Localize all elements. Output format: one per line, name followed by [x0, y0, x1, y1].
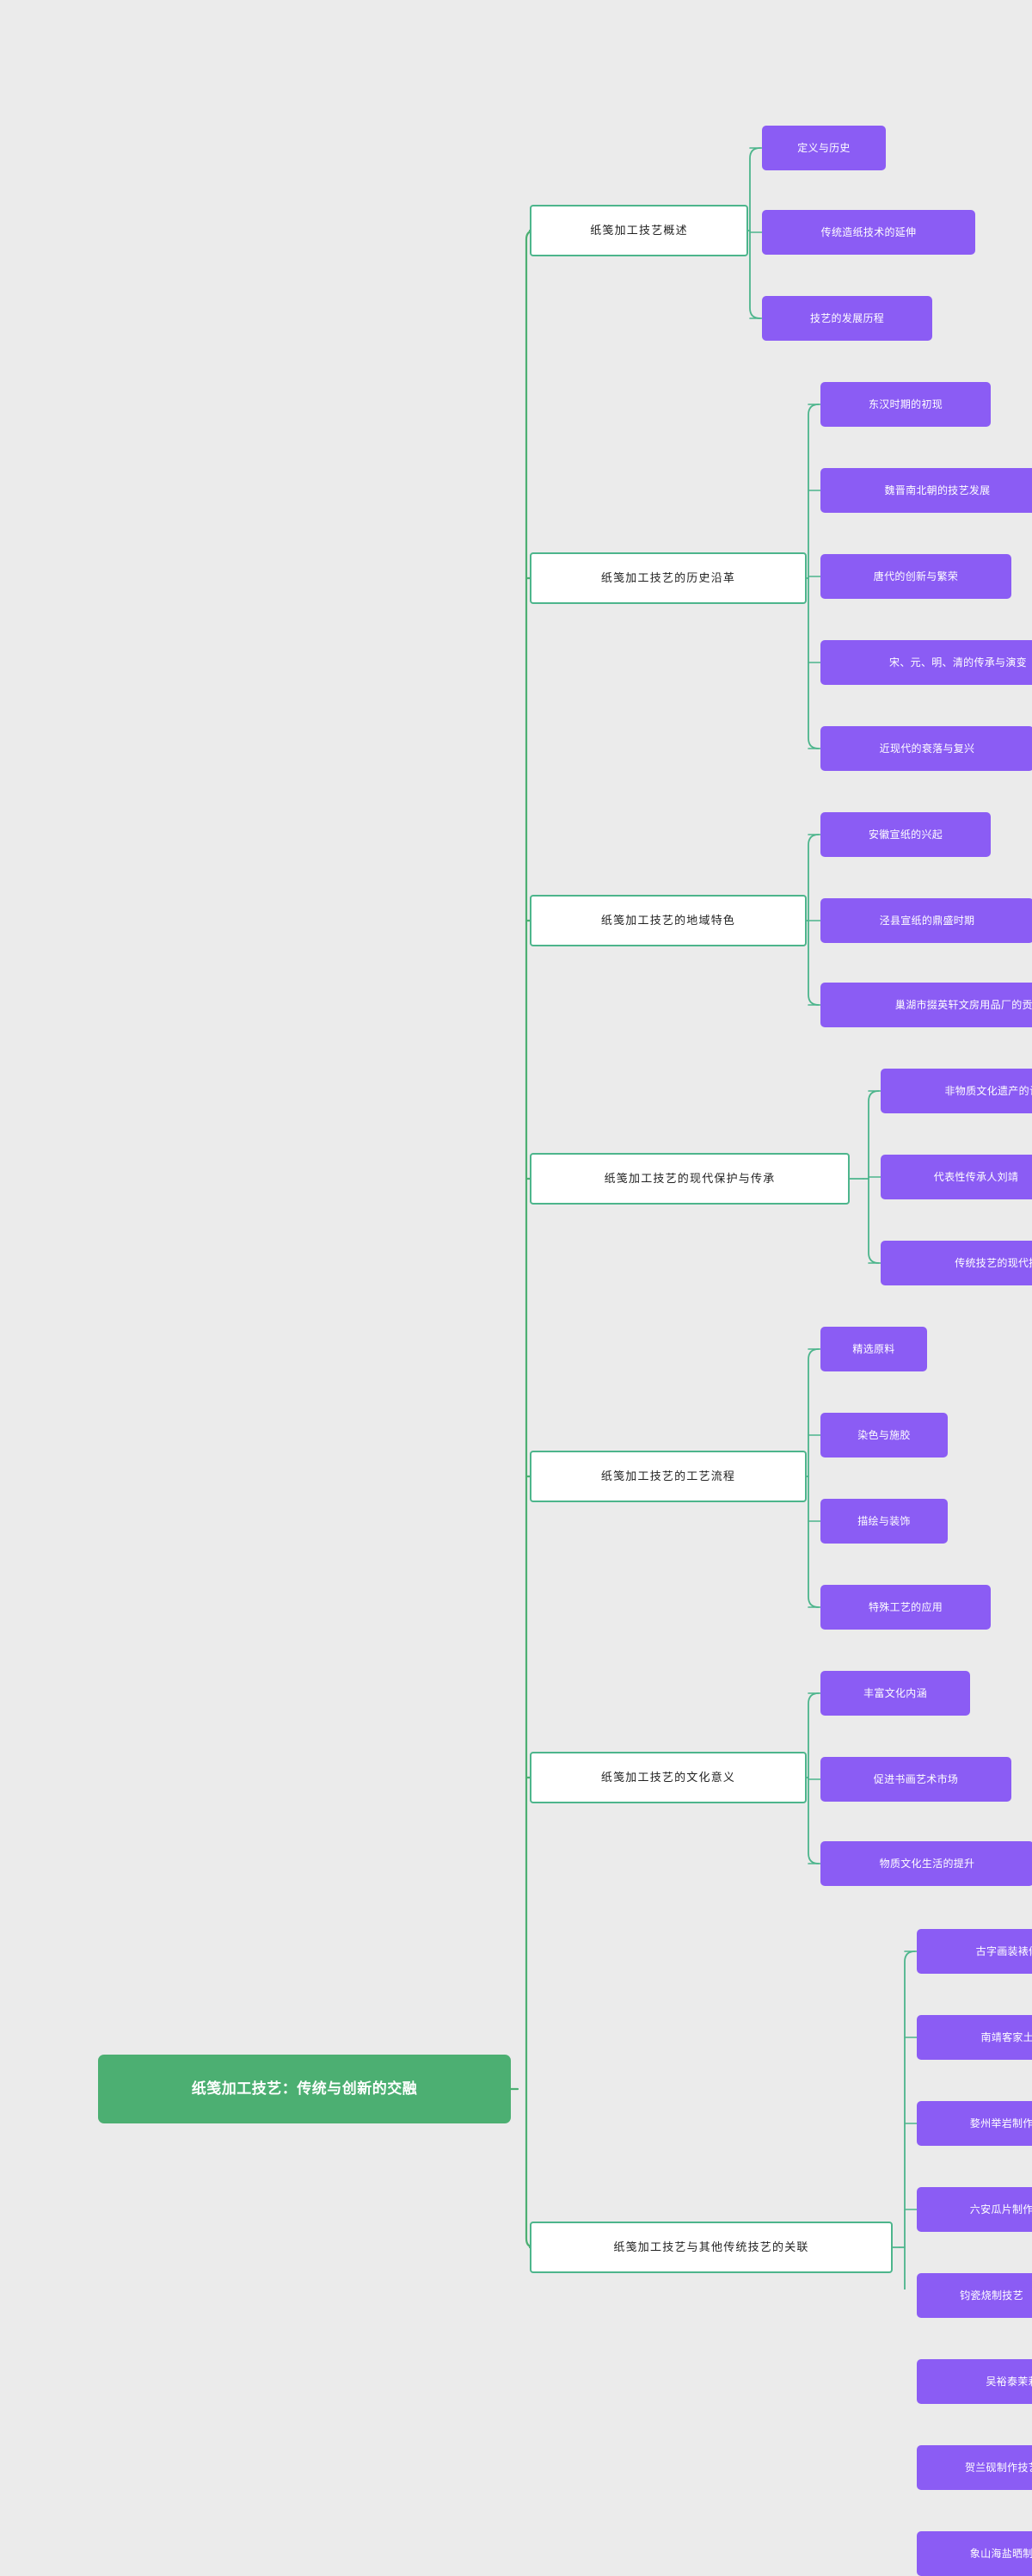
mindmap-trunk — [509, 229, 537, 2249]
mindmap-leaf-node-2-3[interactable]: 唐代的创新与繁荣 — [820, 554, 1011, 599]
mindmap-leaf-node-2-2[interactable]: 魏晋南北朝的技艺发展 — [820, 468, 1032, 513]
mindmap-leaf-node-7-1[interactable]: 古字画装裱修复技艺 — [917, 1929, 1032, 1974]
mindmap-edge — [808, 404, 820, 749]
mindmap-leaf-node-7-8[interactable]: 象山海盐晒制技艺 — [917, 2531, 1032, 2576]
mindmap-leaf-node-3-1[interactable]: 安徽宣纸的兴起 — [820, 812, 991, 857]
mindmap-branch-node-1[interactable]: 纸笺加工技艺概述 — [530, 205, 748, 256]
mindmap-leaf-node-5-4[interactable]: 特殊工艺的应用 — [820, 1585, 991, 1630]
mindmap-leaf-node-2-1[interactable]: 东汉时期的初现 — [820, 382, 991, 427]
mindmap-leaf-node-4-3[interactable]: 传统技艺的现代挑战与机遇 — [881, 1241, 1032, 1285]
mindmap-leaf-node-4-1[interactable]: 非物质文化遗产的认定 — [881, 1069, 1032, 1113]
mindmap-leaf-node-4-2[interactable]: 代表性传承人刘靖 — [881, 1155, 1032, 1199]
mindmap-branch-node-5[interactable]: 纸笺加工技艺的工艺流程 — [530, 1451, 807, 1502]
mindmap-leaf-node-1-2[interactable]: 传统造纸技术的延伸 — [762, 210, 975, 255]
mindmap-leaf-node-3-3[interactable]: 巢湖市掇英轩文房用品厂的贡献 — [820, 983, 1032, 1027]
mindmap-branch-node-6[interactable]: 纸笺加工技艺的文化意义 — [530, 1752, 807, 1803]
mindmap-leaf-node-6-1[interactable]: 丰富文化内涵 — [820, 1671, 970, 1716]
mindmap-edge — [904, 1950, 916, 2289]
mindmap-edge — [808, 1348, 820, 1608]
mindmap-leaf-node-5-1[interactable]: 精选原料 — [820, 1327, 927, 1371]
mindmap-leaf-node-1-3[interactable]: 技艺的发展历程 — [762, 296, 932, 341]
mindmap-leaf-node-7-2[interactable]: 南靖客家土楼营造技艺 — [917, 2015, 1032, 2060]
mindmap-branch-node-7[interactable]: 纸笺加工技艺与其他传统技艺的关联 — [530, 2222, 893, 2273]
mindmap-edge — [808, 1692, 820, 1864]
mindmap-leaf-node-5-2[interactable]: 染色与施胶 — [820, 1413, 948, 1457]
mindmap-branch-node-2[interactable]: 纸笺加工技艺的历史沿革 — [530, 552, 807, 604]
mindmap-branch-node-3[interactable]: 纸笺加工技艺的地域特色 — [530, 895, 807, 946]
mindmap-leaf-node-7-3[interactable]: 婺州举岩制作技艺 — [917, 2101, 1032, 2146]
mindmap-leaf-node-2-4[interactable]: 宋、元、明、清的传承与演变 — [820, 640, 1032, 685]
mindmap-leaf-node-7-6[interactable]: 吴裕泰茉莉花茶制作技艺 — [917, 2359, 1032, 2404]
mindmap-leaf-node-7-5[interactable]: 钧瓷烧制技艺 — [917, 2273, 1032, 2318]
mindmap-leaf-node-6-3[interactable]: 物质文化生活的提升 — [820, 1841, 1032, 1886]
mindmap-edge — [808, 834, 820, 1006]
mindmap-leaf-node-6-2[interactable]: 促进书画艺术市场 — [820, 1757, 1011, 1802]
mindmap-leaf-node-7-7[interactable]: 贺兰砚制作技艺 — [917, 2445, 1032, 2490]
mindmap-edge — [868, 1090, 880, 1264]
mindmap-leaf-node-5-3[interactable]: 描绘与装饰 — [820, 1499, 948, 1544]
mindmap-edge — [749, 147, 761, 319]
mindmap-root-node[interactable]: 纸笺加工技艺：传统与创新的交融 — [98, 2055, 511, 2123]
mindmap-leaf-node-2-5[interactable]: 近现代的衰落与复兴 — [820, 726, 1032, 771]
mindmap-leaf-node-3-2[interactable]: 泾县宣纸的鼎盛时期 — [820, 898, 1032, 943]
mindmap-leaf-node-7-4[interactable]: 六安瓜片制作技艺 — [917, 2187, 1032, 2232]
mindmap-canvas: 纸笺加工技艺：传统与创新的交融 纸笺加工技艺概述定义与历史传统造纸技术的延伸技艺的… — [98, 126, 1032, 2576]
mindmap-leaf-node-1-1[interactable]: 定义与历史 — [762, 126, 886, 170]
mindmap-branch-node-4[interactable]: 纸笺加工技艺的现代保护与传承 — [530, 1153, 850, 1205]
mindmap-edges — [509, 147, 918, 2289]
